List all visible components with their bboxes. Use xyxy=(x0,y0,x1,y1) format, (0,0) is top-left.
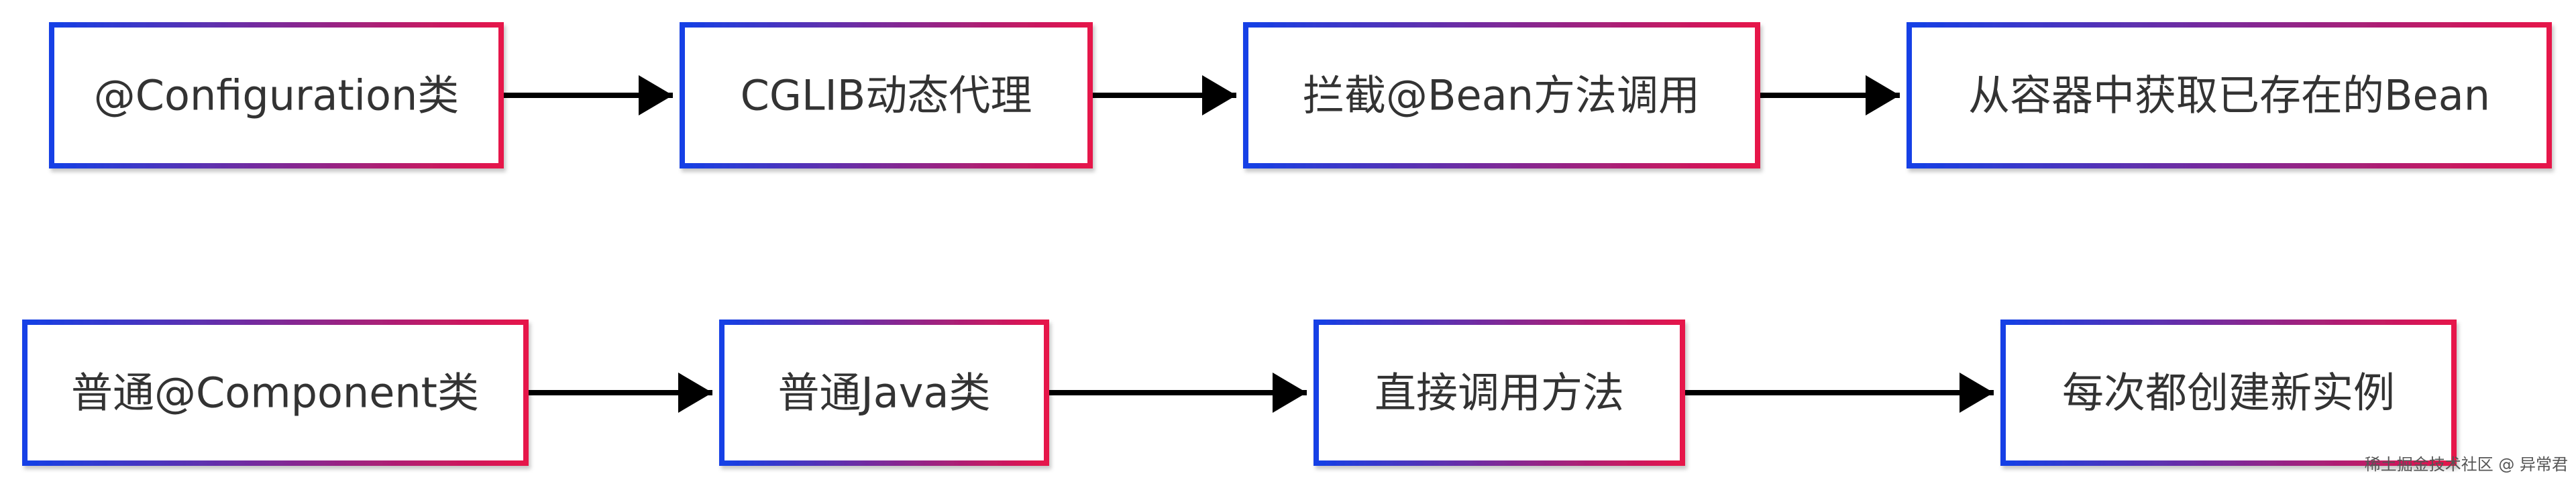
node-box xyxy=(1907,22,2552,168)
arrow-head xyxy=(1273,373,1307,413)
node-label: @Configuration类 xyxy=(94,71,459,120)
arrow-head xyxy=(1202,75,1236,115)
node-label: 普通@Component类 xyxy=(71,369,479,418)
node-direct-call: 直接调用方法 xyxy=(1313,320,1685,466)
node-configuration-class: @Configuration类 xyxy=(49,22,504,168)
row-1: @Configuration类 CGLIB动态代理 拦截@Bean方法调用 从容… xyxy=(49,22,2552,168)
node-label: 从容器中获取已存在的Bean xyxy=(1968,71,2490,120)
node-plain-java-class: 普通Java类 xyxy=(719,320,1049,466)
node-box xyxy=(719,320,1049,466)
node-label: 直接调用方法 xyxy=(1375,369,1624,418)
node-box xyxy=(49,22,504,168)
node-intercept-bean-method: 拦截@Bean方法调用 xyxy=(1243,22,1760,168)
arrow-head xyxy=(1960,373,1994,413)
node-get-existing-bean: 从容器中获取已存在的Bean xyxy=(1907,22,2552,168)
arrow-head xyxy=(639,75,673,115)
node-box xyxy=(2000,320,2457,466)
node-box xyxy=(22,320,529,466)
node-box xyxy=(1313,320,1685,466)
node-box xyxy=(1243,22,1760,168)
node-label: 每次都创建新实例 xyxy=(2062,369,2395,418)
node-label: 普通Java类 xyxy=(778,369,991,418)
watermark: 稀土掘金技术社区 @ 异常君 xyxy=(2365,455,2568,474)
node-label: 拦截@Bean方法调用 xyxy=(1303,71,1700,120)
node-label: CGLIB动态代理 xyxy=(741,71,1032,120)
node-new-instance-each-time: 每次都创建新实例 xyxy=(2000,320,2457,466)
arrow-head xyxy=(1866,75,1900,115)
node-cglib-proxy: CGLIB动态代理 xyxy=(680,22,1093,168)
row-2: 普通@Component类 普通Java类 直接调用方法 每次都创建新实例 xyxy=(22,320,2457,466)
node-component-class: 普通@Component类 xyxy=(22,320,529,466)
node-box xyxy=(680,22,1093,168)
arrow-head xyxy=(678,373,712,413)
